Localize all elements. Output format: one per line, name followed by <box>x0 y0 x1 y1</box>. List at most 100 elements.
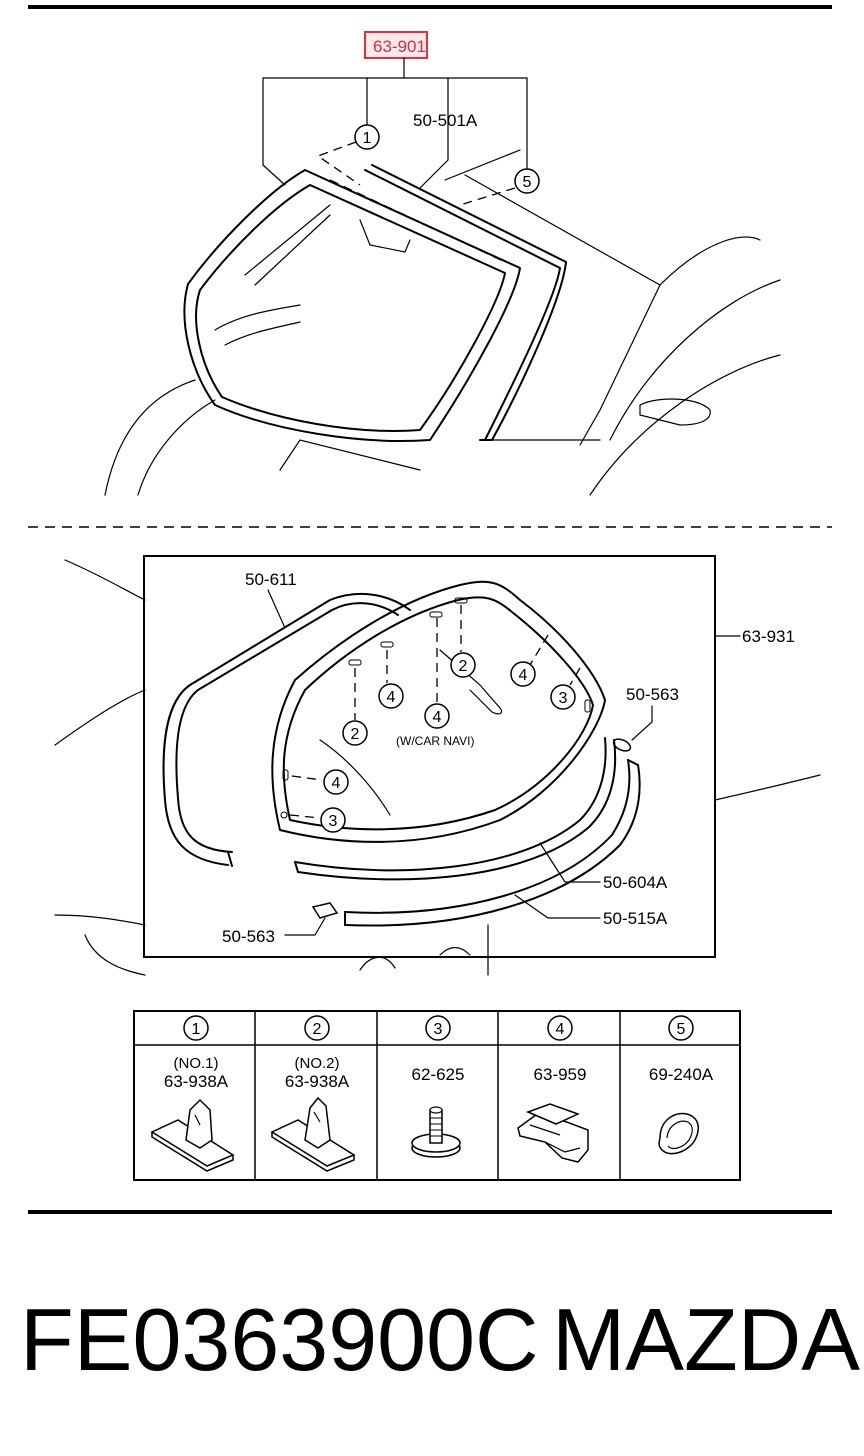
part-50-563-label[interactable]: 50-563 <box>626 685 679 704</box>
callout-circle <box>424 703 450 729</box>
door-line <box>609 279 781 441</box>
callout-number: 4 <box>519 667 528 684</box>
callout-number: 4 <box>387 689 396 706</box>
front-windshield-section: 63-901 1 5 50-501A <box>104 31 781 496</box>
molding-end <box>627 759 639 766</box>
clip-strip <box>329 179 506 263</box>
callout-circle <box>547 1015 573 1041</box>
legend-cell-3[interactable]: 3 62-625 <box>411 1015 465 1158</box>
legend-part-number: 63-938A <box>164 1072 229 1091</box>
molding-end <box>227 851 233 867</box>
body-line <box>104 379 196 496</box>
callout-circle <box>510 661 536 687</box>
callout-circle <box>668 1015 694 1041</box>
navi-connector <box>439 649 503 715</box>
rear-window-section: 63-931 50-611 2 <box>54 555 821 976</box>
body-line <box>659 236 761 286</box>
leader-line <box>419 159 449 189</box>
callout-circle <box>450 652 476 678</box>
body-line <box>137 399 216 496</box>
glass-line <box>319 739 391 816</box>
highlight-box[interactable] <box>364 31 428 59</box>
legend-part-number: 63-938A <box>285 1072 350 1091</box>
clip-slot <box>429 611 443 618</box>
car-navi-note: (W/CAR NAVI) <box>396 734 474 748</box>
rear-detail-box <box>143 555 716 958</box>
rubber-pad-icon <box>658 1112 700 1155</box>
part-50-604A-label[interactable]: 50-604A <box>603 873 668 892</box>
clip-slot <box>454 597 468 604</box>
legend-table: 1 (NO.1) 63-938A 2 (NO.2) 63-938A <box>133 1010 741 1181</box>
part-50-611-label[interactable]: 50-611 <box>245 570 297 589</box>
molding-50-604A-inner <box>297 739 617 881</box>
stud-hole <box>280 811 288 819</box>
molding-50-611-inner <box>175 602 399 853</box>
legend-part-number: 69-240A <box>649 1065 714 1084</box>
clip-slot <box>584 699 591 713</box>
body-line <box>64 559 146 601</box>
legend-cell-2[interactable]: 2 (NO.2) 63-938A <box>270 1015 356 1172</box>
molding-50-501A <box>371 164 567 441</box>
mirror-outline <box>639 398 711 426</box>
body-line <box>714 774 821 801</box>
footer-part-number: FE0363900C <box>20 1290 539 1389</box>
glass-reflection <box>244 204 331 276</box>
body-line <box>444 149 521 181</box>
legend-cell-5[interactable]: 5 69-240A <box>649 1015 714 1155</box>
dashed-leader <box>289 814 321 819</box>
part-50-563-bottom-label[interactable]: 50-563 <box>222 927 275 946</box>
roof-outline <box>464 174 661 446</box>
leader-line <box>267 589 286 629</box>
dashed-leader <box>529 634 549 666</box>
molding-50-515A-inner <box>344 764 641 927</box>
molding-50-515A <box>344 759 631 914</box>
clip-no1-icon <box>150 1098 235 1172</box>
callout-number: 3 <box>329 813 338 830</box>
part-50-501A-label[interactable]: 50-501A <box>413 111 478 130</box>
callout-number: 4 <box>433 709 442 726</box>
rear-glass-outer <box>271 580 606 843</box>
part-63-901-label[interactable]: 63-901 <box>373 37 426 56</box>
mirror-mount <box>359 219 411 253</box>
body-line <box>439 946 471 956</box>
dashed-leader <box>459 187 516 206</box>
molding-50-501A <box>364 169 561 441</box>
callout-number: 4 <box>332 775 341 792</box>
dashed-leader <box>291 775 323 781</box>
dashed-leader <box>569 667 581 686</box>
molding-50-604A <box>294 737 607 872</box>
clip-slot <box>380 641 394 648</box>
table-border <box>133 1010 741 1181</box>
callout-circle <box>514 168 540 194</box>
body-line <box>84 934 146 976</box>
legend-sub-label: (NO.2) <box>295 1055 340 1072</box>
part-50-515A-label[interactable]: 50-515A <box>603 909 668 928</box>
windshield-glass-outer <box>183 169 521 442</box>
rear-glass-inner <box>282 596 594 831</box>
leader-line <box>631 705 653 741</box>
callout-circle <box>550 684 576 710</box>
legend-number: 5 <box>677 1021 686 1038</box>
callout-circle <box>425 1015 451 1041</box>
legend-number: 1 <box>192 1021 201 1038</box>
spacer-50-563 <box>311 902 339 919</box>
glass-reflection <box>254 214 331 286</box>
stud-bolt-icon <box>411 1106 461 1158</box>
body-line <box>359 956 396 971</box>
legend-number: 2 <box>313 1021 322 1038</box>
callout-circle <box>342 720 368 746</box>
legend-number: 4 <box>556 1021 565 1038</box>
clip-no2-icon <box>270 1096 356 1172</box>
legend-cell-4[interactable]: 4 63-959 <box>517 1015 589 1163</box>
callout-number: 5 <box>523 174 532 191</box>
leader-line <box>539 842 601 883</box>
legend-cell-1[interactable]: 1 (NO.1) 63-938A <box>150 1015 235 1172</box>
legend-part-number: 63-959 <box>534 1065 587 1084</box>
clip-slot <box>282 769 289 781</box>
callout-circle <box>183 1015 209 1041</box>
callout-number: 1 <box>363 130 372 147</box>
part-63-931-label[interactable]: 63-931 <box>742 627 795 646</box>
body-line <box>54 914 146 926</box>
body-line <box>279 439 421 471</box>
leader-line <box>514 894 601 919</box>
